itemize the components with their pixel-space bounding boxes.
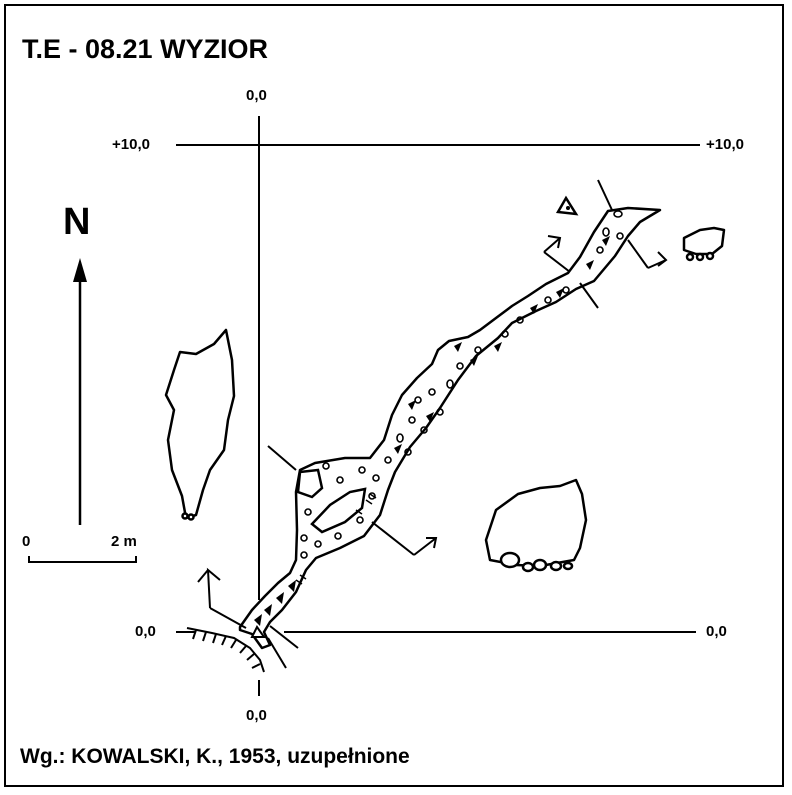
rock-block-northeast — [682, 226, 726, 262]
rock-outcrop-west — [164, 328, 236, 521]
entrance-escarpment — [186, 179, 649, 673]
grid-label-right-ten: +10,0 — [706, 136, 744, 153]
north-label: N — [63, 201, 91, 243]
rock-outcrop-east — [484, 478, 588, 573]
grid-label-bottom-origin: 0,0 — [246, 707, 267, 724]
grid-label-top-origin: 0,0 — [246, 87, 267, 104]
grid-label-right-origin: 0,0 — [706, 623, 727, 640]
section-arrows — [197, 235, 668, 609]
map-frame — [4, 4, 784, 787]
small-triangle-marker — [555, 195, 579, 216]
source-credit: Wg.: KOWALSKI, K., 1953, uzupełnione — [20, 745, 410, 768]
grid-label-left-origin: 0,0 — [135, 623, 156, 640]
grid-label-left-ten: +10,0 — [112, 136, 150, 153]
north-arrow — [73, 258, 87, 525]
map-title: T.E - 08.21 WYZIOR — [22, 34, 269, 64]
scale-label-start: 0 — [22, 533, 31, 550]
scale-bar — [28, 556, 137, 563]
cave-passage — [238, 206, 662, 650]
scale-label-end: 2 m — [111, 533, 137, 550]
